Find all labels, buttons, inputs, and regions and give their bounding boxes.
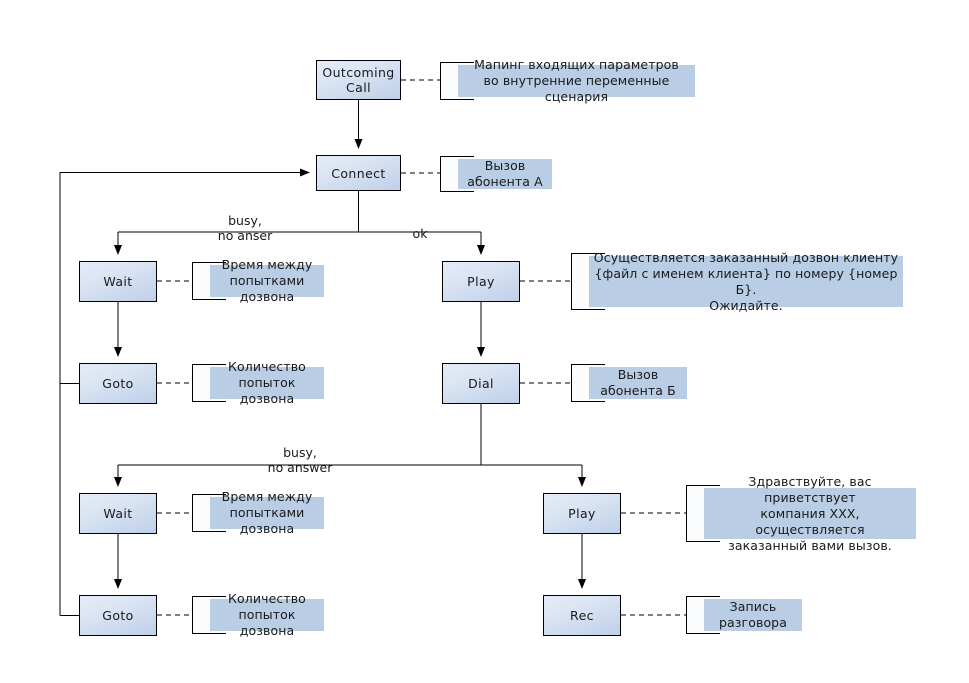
edge-label-text: ok xyxy=(412,226,428,241)
node-label: Play xyxy=(568,506,596,521)
note-goto-2[interactable]: Количество попыток дозвона xyxy=(192,591,324,638)
note-text: Вызов абонента А xyxy=(467,158,543,189)
note-text: Время между попытками дозвона xyxy=(221,489,313,536)
node-label: Goto xyxy=(102,608,134,623)
node-play-2[interactable]: Play xyxy=(543,493,621,534)
note-text: Запись разговора xyxy=(719,599,787,630)
edge-label-text: busy, no answer xyxy=(267,445,333,475)
note-body: Вызов абонента Б xyxy=(589,367,687,399)
note-body: Мапинг входящих параметров во внутренние… xyxy=(458,57,695,104)
node-wait-2[interactable]: Wait xyxy=(79,493,157,534)
node-label: Connect xyxy=(331,165,386,181)
note-connect[interactable]: Вызов абонента А xyxy=(440,156,552,192)
note-body: Количество попыток дозвона xyxy=(210,591,324,638)
note-text: Вызов абонента Б xyxy=(600,367,676,398)
node-label: Outcoming Call xyxy=(322,65,395,95)
node-wait-1[interactable]: Wait xyxy=(79,261,157,302)
note-body: Количество попыток дозвона xyxy=(210,359,324,406)
edge-label-busy-no-anser: busy, no anser xyxy=(185,198,305,243)
node-label: Rec xyxy=(570,608,594,623)
note-wait-1[interactable]: Время между попытками дозвона xyxy=(192,257,324,304)
node-label: Wait xyxy=(103,506,133,521)
node-goto-2[interactable]: Goto xyxy=(79,595,157,636)
note-play-1[interactable]: Осуществляется заказанный дозвон клиенту… xyxy=(571,250,903,313)
node-outcoming-call[interactable]: Outcoming Call xyxy=(316,60,401,100)
node-label: Wait xyxy=(103,274,133,289)
note-body: Здравствуйте, вас приветствует компания … xyxy=(704,474,916,553)
note-text: Количество попыток дозвона xyxy=(228,591,306,638)
note-rec[interactable]: Запись разговора xyxy=(686,596,802,634)
note-body: Запись разговора xyxy=(704,599,802,631)
node-goto-1[interactable]: Goto xyxy=(79,363,157,404)
edge-label-busy-no-answer: busy, no answer xyxy=(240,430,360,475)
note-text: Осуществляется заказанный дозвон клиенту… xyxy=(593,249,899,313)
note-dial[interactable]: Вызов абонента Б xyxy=(571,364,687,402)
edge-label-text: busy, no anser xyxy=(217,213,273,243)
note-outcoming-call[interactable]: Мапинг входящих параметров во внутренние… xyxy=(440,57,695,104)
node-label: Dial xyxy=(468,376,494,391)
node-label: Goto xyxy=(102,376,134,391)
node-connect[interactable]: Connect xyxy=(316,155,401,191)
note-text: Время между попытками дозвона xyxy=(221,257,313,304)
node-play-1[interactable]: Play xyxy=(442,261,520,302)
note-text: Количество попыток дозвона xyxy=(228,359,306,406)
note-goto-1[interactable]: Количество попыток дозвона xyxy=(192,359,324,406)
node-label: Play xyxy=(467,274,495,289)
note-body: Время между попытками дозвона xyxy=(210,257,324,304)
node-rec[interactable]: Rec xyxy=(543,595,621,636)
note-text: Мапинг входящих параметров во внутренние… xyxy=(474,57,679,104)
node-dial[interactable]: Dial xyxy=(442,363,520,404)
note-wait-2[interactable]: Время между попытками дозвона xyxy=(192,489,324,536)
note-text: Здравствуйте, вас приветствует компания … xyxy=(728,473,892,553)
note-body: Вызов абонента А xyxy=(458,158,552,189)
note-body: Время между попытками дозвона xyxy=(210,489,324,536)
note-play-2[interactable]: Здравствуйте, вас приветствует компания … xyxy=(686,474,916,553)
edge-label-ok: ok xyxy=(390,211,450,241)
note-body: Осуществляется заказанный дозвон клиенту… xyxy=(589,250,903,313)
